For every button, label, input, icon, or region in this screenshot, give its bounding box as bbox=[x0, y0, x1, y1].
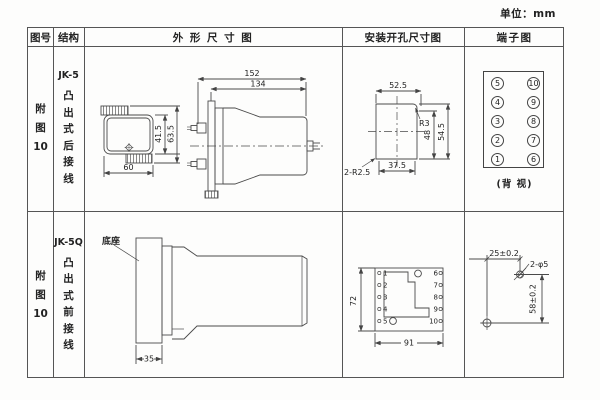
base-label: 底座 bbox=[102, 235, 120, 247]
dim-2-r2-5-label: 2-R2.5 bbox=[344, 168, 370, 177]
dim-48-label: 48 bbox=[423, 130, 432, 140]
header-divider bbox=[28, 46, 563, 48]
dim-58-label: 58±0.2 bbox=[529, 284, 538, 314]
row1-structure-cell: JK-5 凸出式后接线 bbox=[53, 46, 84, 211]
row1-model: JK-5 bbox=[58, 70, 79, 81]
dim-52-5-label: 52.5 bbox=[389, 81, 407, 90]
dim-r3-label: R3 bbox=[419, 119, 430, 128]
hole-num-8: 8 bbox=[434, 294, 438, 302]
terminal-pin-8: 8 bbox=[527, 115, 540, 128]
row2-structure-cell: JK-5Q 凸出式前接线 bbox=[53, 211, 84, 379]
dim-37-5-label: 37.5 bbox=[388, 161, 406, 170]
row-divider bbox=[28, 211, 563, 213]
header-structure: 结构 bbox=[58, 31, 79, 44]
row1-mounting-drawing: 52.5 R3 48 54.5 37.5 2-R2.5 bbox=[344, 81, 451, 177]
hole-num-2: 2 bbox=[383, 282, 387, 290]
dim-25-label: 25±0.2 bbox=[489, 249, 519, 258]
terminal-pin-9: 9 bbox=[527, 96, 540, 109]
hole-num-7: 7 bbox=[434, 282, 438, 290]
row1-structure: 凸出式后接线 bbox=[63, 90, 74, 185]
spec-table: 图号 结构 外 形 尺 寸 图 安装开孔尺寸图 端子图 附 图 10 JK-5 … bbox=[27, 27, 564, 378]
hole-num-3: 3 bbox=[383, 294, 387, 302]
hole-num-9: 9 bbox=[434, 306, 438, 314]
terminal-pin-6: 6 bbox=[527, 153, 540, 166]
row2-mounting-drawing: 1 2 3 4 5 6 7 8 9 10 72 91 bbox=[349, 267, 444, 348]
terminal-pin-7: 7 bbox=[527, 134, 540, 147]
dim-60-label: 60 bbox=[123, 163, 133, 172]
terminal-box: 5 4 3 2 1 10 9 8 7 6 bbox=[483, 71, 544, 168]
header-mounting: 安装开孔尺寸图 bbox=[364, 31, 442, 44]
row1-terminal-cell: 5 4 3 2 1 10 9 8 7 6 (背 视) bbox=[464, 46, 565, 211]
hole-num-10: 10 bbox=[429, 318, 438, 326]
row2-outline-drawing: 底座 35 bbox=[102, 235, 308, 364]
terminal-pin-3: 3 bbox=[491, 115, 504, 128]
row1-outline-drawing: 152 134 60 41.5 63.5 bbox=[100, 69, 324, 199]
dim-134-label: 134 bbox=[250, 80, 265, 89]
col-divider-4 bbox=[464, 28, 466, 377]
hole-num-6: 6 bbox=[434, 270, 439, 278]
header-outline: 外 形 尺 寸 图 bbox=[172, 31, 254, 44]
dim-41-5-label: 41.5 bbox=[154, 125, 163, 143]
col-divider-1 bbox=[53, 28, 55, 377]
terminal-pin-5: 5 bbox=[491, 77, 504, 90]
col-divider-3 bbox=[342, 28, 344, 377]
dim-152-label: 152 bbox=[244, 69, 259, 78]
hole-num-1: 1 bbox=[383, 270, 387, 278]
row2-fig-no: 附 图 10 bbox=[33, 269, 48, 320]
hole-num-5: 5 bbox=[383, 318, 387, 326]
terminal-pin-4: 4 bbox=[491, 96, 504, 109]
dim-63-5-label: 63.5 bbox=[167, 125, 176, 143]
dim-35-label: 35 bbox=[144, 355, 154, 364]
dim-2phi5-label: 2-φ5 bbox=[530, 260, 548, 269]
col-divider-2 bbox=[84, 28, 86, 377]
terminal-pin-2: 2 bbox=[491, 134, 504, 147]
header-terminal: 端子图 bbox=[496, 31, 533, 44]
row2-structure: 凸出式前接线 bbox=[63, 256, 74, 352]
terminal-caption: (背 视) bbox=[496, 179, 533, 190]
dim-91-label: 91 bbox=[404, 339, 414, 348]
dim-72-label: 72 bbox=[349, 296, 358, 306]
terminal-pin-10: 10 bbox=[527, 77, 540, 90]
row2-fig-no-cell: 附 图 10 bbox=[28, 211, 53, 379]
header-fig-no: 图号 bbox=[30, 31, 51, 44]
dim-54-5-label: 54.5 bbox=[437, 123, 446, 141]
row1-fig-no: 附 图 10 bbox=[33, 103, 48, 153]
row2-holes-drawing: 25±0.2 2-φ5 58±0.2 bbox=[469, 249, 549, 330]
hole-num-4: 4 bbox=[383, 306, 388, 314]
unit-label: 单位：mm bbox=[500, 8, 556, 20]
terminal-pin-1: 1 bbox=[491, 153, 504, 166]
row1-fig-no-cell: 附 图 10 bbox=[28, 46, 53, 211]
row2-model: JK-5Q bbox=[54, 236, 83, 248]
